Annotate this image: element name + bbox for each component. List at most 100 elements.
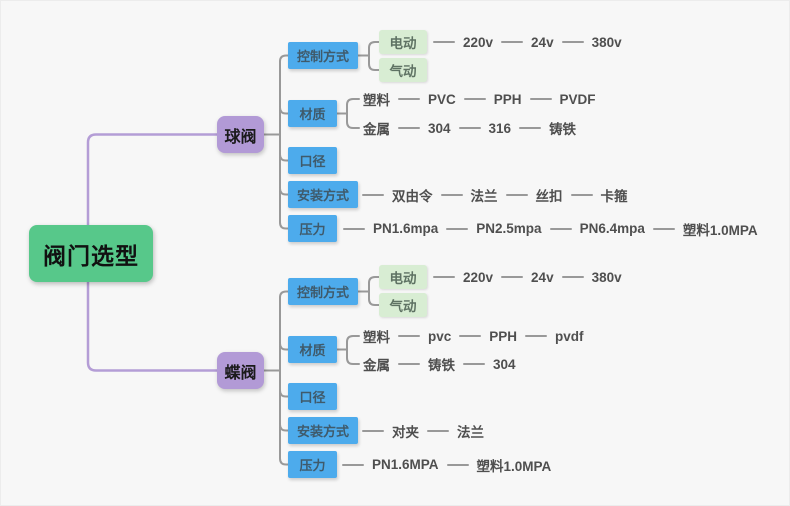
voltage-node[interactable]: 220v — [463, 34, 494, 50]
btf-pressure-chain: PN1.6MPA 塑料1.0MPA — [342, 455, 551, 475]
material-node[interactable]: PPH — [489, 328, 518, 344]
pressure-node[interactable]: 塑料1.0MPA — [476, 458, 552, 474]
pressure-node[interactable]: PN6.4mpa — [579, 221, 645, 236]
material-node[interactable]: PVDF — [559, 91, 596, 107]
connector-segment — [519, 127, 542, 129]
root-node[interactable]: 阀门选型 — [29, 225, 153, 282]
material-node[interactable]: 铸铁 — [428, 358, 455, 373]
connector-segment — [398, 127, 420, 129]
ball-valve-node[interactable]: 球阀 — [217, 116, 264, 153]
connector-segment — [433, 41, 455, 43]
connector-segment — [362, 429, 384, 432]
material-node[interactable]: 铸铁 — [549, 122, 577, 137]
install-node[interactable]: 卡箍 — [600, 188, 628, 204]
ball-pressure-chain: PN1.6mpa PN2.5mpa PN6.4mpa 塑料1.0MPA — [343, 219, 758, 239]
ball-trunk — [279, 54, 289, 230]
ball-control-bracket — [357, 41, 380, 71]
plastic-node[interactable]: 塑料 — [363, 93, 390, 108]
ball-metal-chain: 金属 304 316 铸铁 — [363, 118, 576, 138]
pressure-node[interactable]: PN1.6MPA — [372, 457, 439, 472]
connector-segment — [459, 335, 482, 337]
install-node[interactable]: 对夹 — [392, 424, 419, 440]
btf-control-method-node[interactable]: 控制方式 — [288, 278, 358, 305]
pressure-node[interactable]: PN1.6mpa — [373, 221, 439, 236]
metal-node[interactable]: 金属 — [363, 358, 390, 373]
connector-segment — [398, 98, 420, 100]
btf-elbow-diameter — [279, 389, 289, 398]
voltage-node[interactable]: 24v — [531, 269, 554, 285]
connector-segment — [501, 276, 524, 278]
install-node[interactable]: 双由令 — [392, 188, 433, 204]
btf-control-bracket — [357, 276, 380, 306]
material-node[interactable]: 304 — [428, 120, 451, 136]
ball-install-chain: 双由令 法兰 丝扣 卡箍 — [362, 185, 628, 205]
material-node[interactable]: PPH — [493, 91, 522, 107]
connector-segment — [570, 193, 593, 196]
ball-diameter-node[interactable]: 口径 — [288, 147, 337, 174]
plastic-node[interactable]: 塑料 — [363, 330, 390, 345]
connector-segment — [398, 363, 420, 365]
ball-material-node[interactable]: 材质 — [288, 100, 337, 127]
ball-electric-node[interactable]: 电动 — [379, 30, 427, 54]
voltage-node[interactable]: 24v — [531, 34, 554, 50]
connector-segment — [433, 276, 455, 278]
btf-electric-node[interactable]: 电动 — [379, 265, 427, 289]
material-node[interactable]: 304 — [493, 356, 516, 372]
install-node[interactable]: 丝扣 — [535, 188, 563, 204]
connector-segment — [525, 335, 548, 337]
material-node[interactable]: 316 — [488, 120, 512, 136]
btf-material-bracket — [336, 335, 360, 365]
btf-pneumatic-node[interactable]: 气动 — [379, 293, 427, 317]
btf-metal-chain: 金属 铸铁 304 — [363, 354, 516, 374]
connector-segment — [529, 98, 552, 100]
connector-segment — [343, 227, 365, 230]
voltage-node[interactable]: 220v — [463, 269, 494, 285]
material-node[interactable]: pvc — [428, 328, 452, 344]
ball-control-method-node[interactable]: 控制方式 — [288, 42, 358, 69]
ball-elbow-diameter — [279, 153, 289, 162]
connector-segment — [440, 193, 463, 196]
btf-install-chain: 对夹 法兰 — [362, 421, 484, 441]
material-node[interactable]: PVC — [428, 91, 456, 107]
ball-elbow-material — [279, 106, 289, 115]
install-node[interactable]: 法兰 — [470, 188, 498, 204]
butterfly-valve-node[interactable]: 蝶阀 — [217, 352, 264, 389]
btf-material-node[interactable]: 材质 — [288, 336, 337, 363]
voltage-node[interactable]: 380v — [591, 34, 622, 50]
ball-elbow-install — [279, 187, 289, 196]
ball-voltage-chain: 220v 24v 380v — [433, 32, 622, 52]
connector-segment — [446, 227, 469, 230]
connector-segment — [342, 463, 364, 466]
connector-segment — [446, 463, 469, 466]
install-node[interactable]: 法兰 — [457, 424, 484, 440]
ball-pressure-node[interactable]: 压力 — [288, 215, 337, 242]
btf-trunk — [279, 290, 289, 466]
pressure-node[interactable]: 塑料1.0MPA — [682, 222, 758, 238]
ball-pneumatic-node[interactable]: 气动 — [379, 58, 427, 82]
connector-segment — [549, 227, 572, 230]
btf-pressure-node[interactable]: 压力 — [288, 451, 337, 478]
material-node[interactable]: pvdf — [555, 328, 584, 344]
connector-segment — [463, 363, 485, 365]
connector-segment — [463, 98, 486, 100]
connector-segment — [398, 335, 420, 337]
ball-material-bracket — [336, 98, 360, 129]
metal-node[interactable]: 金属 — [363, 122, 390, 137]
btf-diameter-node[interactable]: 口径 — [288, 383, 337, 410]
ball-plastic-chain: 塑料 PVC PPH PVDF — [363, 89, 596, 109]
connector-segment — [652, 227, 675, 230]
connector-segment — [501, 41, 524, 43]
connector-segment — [458, 127, 481, 129]
connector-segment — [427, 429, 449, 432]
btf-voltage-chain: 220v 24v 380v — [433, 267, 622, 287]
connector-segment — [561, 41, 584, 43]
pressure-node[interactable]: PN2.5mpa — [476, 221, 542, 236]
ball-install-method-node[interactable]: 安装方式 — [288, 181, 358, 208]
btf-install-method-node[interactable]: 安装方式 — [288, 417, 358, 444]
connector-segment — [362, 193, 384, 196]
connector-segment — [505, 193, 528, 196]
voltage-node[interactable]: 380v — [591, 269, 622, 285]
btf-plastic-chain: 塑料 pvc PPH pvdf — [363, 326, 584, 346]
